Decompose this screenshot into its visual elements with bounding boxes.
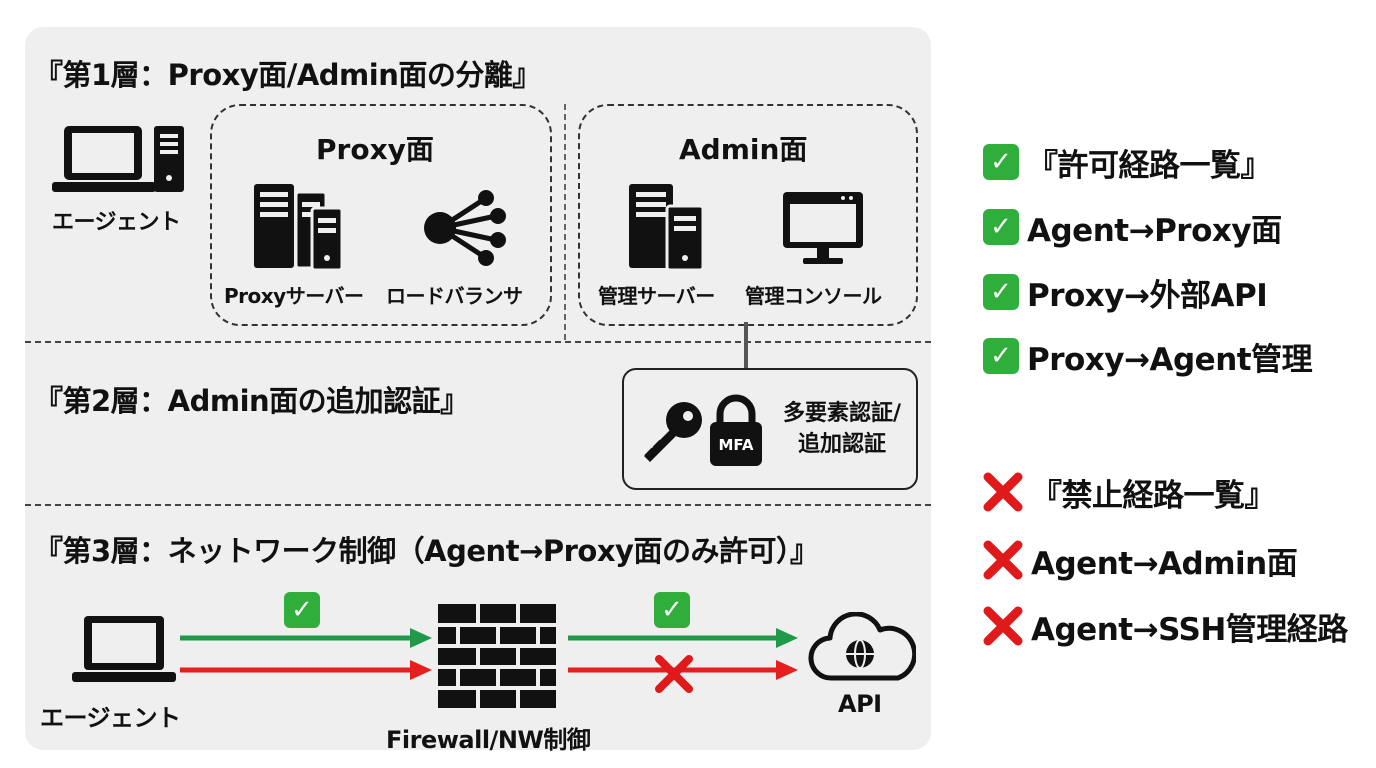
check-icon: ✓ [983, 274, 1019, 310]
admin-server-label: 管理サーバー [598, 284, 715, 308]
allowed-item-label: Proxy→Agent管理 [1027, 341, 1313, 378]
key-icon [636, 398, 706, 468]
cross-icon [654, 654, 694, 694]
api-label: API [838, 690, 882, 718]
load-balancer-label: ロードバランサ [386, 284, 523, 308]
cloud-icon [806, 612, 916, 684]
proxy-server-label: Proxyサーバー [224, 284, 364, 308]
forbidden-item: Agent→SSH管理経路 [983, 604, 1348, 648]
firewall-icon [438, 604, 556, 708]
admin-plane-title: Admin面 [679, 133, 808, 166]
share-hub-icon [420, 188, 510, 268]
monitor-icon [781, 190, 865, 268]
server-tower-icon [627, 182, 707, 272]
lock-mfa-text: MFA [718, 436, 754, 454]
proxy-plane-box [210, 104, 552, 326]
allowed-item-label: Agent→Proxy面 [1027, 212, 1282, 249]
admin-console-label: 管理コンソール [745, 284, 882, 308]
layer-separator-1 [25, 341, 931, 343]
forbidden-header: 『禁止経路一覧』 [1031, 477, 1276, 514]
cross-icon [983, 606, 1023, 646]
allowed-header: 『許可経路一覧』 [1027, 147, 1272, 184]
lock-icon [706, 394, 766, 470]
layer-separator-2 [25, 504, 931, 506]
allowed-item: ✓ Proxy→外部API [983, 270, 1268, 314]
plane-separator [564, 104, 566, 340]
mfa-label-line1: 多要素認証/ [782, 401, 902, 426]
mfa-label-line2: 追加認証 [797, 432, 886, 457]
forbidden-item: Agent→Admin面 [983, 538, 1298, 582]
allowed-item-label: Proxy→外部API [1027, 277, 1268, 314]
forbidden-item-label: Agent→SSH管理経路 [1031, 611, 1348, 648]
forbidden-item-label: Agent→Admin面 [1031, 545, 1298, 582]
check-icon: ✓ [983, 338, 1019, 374]
allowed-item: ✓ Agent→Proxy面 [983, 205, 1282, 249]
cross-icon [983, 472, 1023, 512]
layer1-agent-label: エージェント [52, 210, 181, 235]
agent-computer-icon [50, 124, 190, 196]
layer2-title: 『第2層：Admin面の追加認証』 [34, 384, 469, 418]
laptop-icon [70, 614, 180, 686]
allowed-header-row: ✓ 『許可経路一覧』 [983, 140, 1272, 184]
check-icon: ✓ [654, 592, 690, 628]
check-icon: ✓ [284, 592, 320, 628]
layer3-title: 『第3層：ネットワーク制御（Agent→Proxy面のみ許可）』 [34, 534, 819, 568]
agent-to-firewall-arrows [178, 626, 434, 682]
forbidden-header-row: 『禁止経路一覧』 [983, 470, 1276, 514]
check-icon: ✓ [983, 144, 1019, 180]
server-rack-icon [252, 182, 348, 272]
check-icon: ✓ [983, 209, 1019, 245]
layer3-agent-label: エージェント [40, 704, 181, 732]
layer1-title: 『第1層：Proxy面/Admin面の分離』 [34, 58, 541, 92]
proxy-plane-title: Proxy面 [316, 133, 434, 166]
allowed-item: ✓ Proxy→Agent管理 [983, 334, 1313, 378]
cross-icon [983, 540, 1023, 580]
firewall-label: Firewall/NW制御 [386, 726, 591, 754]
